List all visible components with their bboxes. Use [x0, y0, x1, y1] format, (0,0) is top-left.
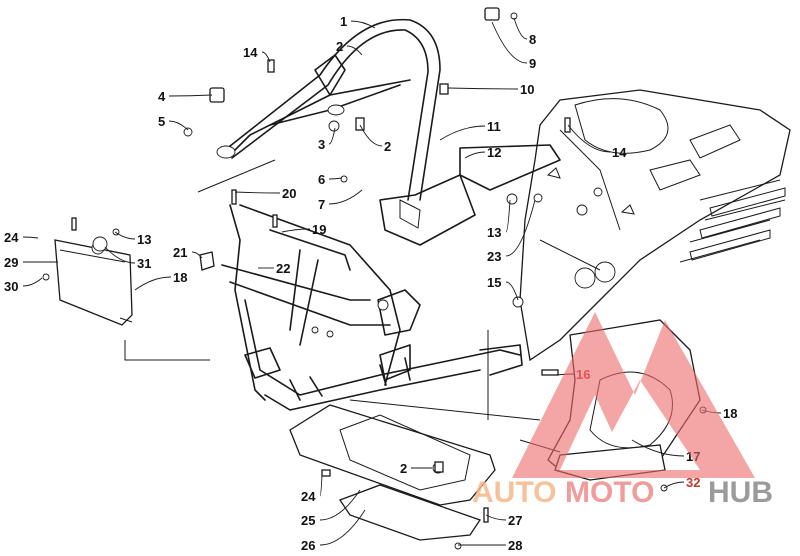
callout-c12: 12 [487, 145, 501, 160]
leader-line-c20 [234, 191, 281, 194]
watermark-triangle-logo [512, 312, 755, 478]
leader-line-c12 [464, 151, 486, 159]
callout-c4: 4 [158, 89, 166, 104]
callout-c26: 26 [301, 538, 315, 553]
upper-steering-support [216, 18, 561, 246]
leader-line-c21 [191, 251, 203, 259]
watermark-text-moto: MOTO [565, 476, 654, 509]
leader-line-c5 [168, 120, 189, 131]
callout-c32: 32 [686, 475, 700, 490]
leader-line-c32 [663, 481, 685, 489]
leader-line-c17 [631, 439, 685, 457]
leader-line-c10 [447, 87, 519, 90]
callout-c18b: 18 [723, 406, 737, 421]
callout-c15: 15 [487, 275, 501, 290]
leader-line-c26 [319, 509, 366, 546]
leader-line-c3 [328, 127, 336, 145]
leader-line-c19 [281, 228, 311, 233]
callout-c8: 8 [529, 32, 536, 47]
callout-c28: 28 [508, 538, 522, 553]
callout-c24a: 24 [4, 230, 19, 245]
leader-line-c14b [567, 124, 611, 153]
callout-c13a: 13 [487, 225, 501, 240]
callout-c24b: 24 [301, 489, 316, 504]
leader-line-c7 [328, 189, 363, 205]
callout-c13b: 13 [137, 232, 151, 247]
callout-c14b: 14 [612, 145, 627, 160]
callout-c29: 29 [4, 255, 18, 270]
callout-c21: 21 [173, 245, 187, 260]
callout-c23: 23 [487, 249, 501, 264]
leader-line-c15 [505, 281, 519, 301]
leader-line-c13b [114, 231, 136, 240]
callout-c18a: 18 [173, 270, 187, 285]
callout-c2c: 2 [400, 461, 407, 476]
callout-c3: 3 [318, 137, 325, 152]
leader-line-c27 [485, 514, 507, 521]
leader-lines [22, 17, 722, 546]
leader-line-c30 [22, 277, 43, 287]
callout-c20: 20 [282, 186, 296, 201]
callout-c25: 25 [301, 513, 315, 528]
leader-line-c24a [22, 236, 39, 239]
leader-line-c13a [505, 199, 511, 233]
automotohub-watermark: AUTO MOTO HUB [472, 312, 773, 509]
callout-c2b: 2 [384, 139, 391, 154]
leader-line-c6 [328, 177, 343, 180]
alignment-lines [124, 159, 561, 453]
leader-line-c8 [513, 17, 528, 40]
leader-line-c4 [168, 94, 213, 97]
leader-line-c24b [319, 474, 323, 497]
watermark-text-auto: AUTO [472, 476, 556, 509]
leader-line-c9 [491, 21, 528, 64]
leader-line-c18a [134, 276, 172, 291]
watermark-text-hub: HUB [708, 476, 773, 509]
callout-c31: 31 [137, 256, 151, 271]
callout-c22: 22 [276, 261, 290, 276]
left-side-shield [54, 239, 133, 326]
belly-pan [289, 404, 496, 541]
callout-c7: 7 [318, 197, 325, 212]
callout-c1: 1 [340, 14, 347, 29]
leader-line-c23 [505, 199, 536, 257]
callout-c2a: 2 [336, 39, 343, 54]
leader-line-c1 [350, 20, 376, 29]
callout-c11: 11 [487, 119, 501, 134]
callout-c27: 27 [508, 513, 522, 528]
callout-c19: 19 [312, 222, 326, 237]
leader-line-c25 [319, 489, 361, 521]
leader-line-c2a [346, 45, 363, 56]
leader-line-c31 [104, 246, 136, 264]
leader-line-c14a [261, 51, 271, 63]
callout-c30: 30 [4, 279, 18, 294]
callout-c6: 6 [318, 172, 325, 187]
callout-c9: 9 [529, 56, 536, 71]
leader-line-c2b [359, 124, 383, 147]
callout-c5: 5 [158, 114, 165, 129]
tunnel-panel [519, 89, 791, 362]
callout-c10: 10 [520, 82, 534, 97]
leader-line-c11 [439, 125, 486, 141]
main-front-frame [221, 204, 523, 411]
callout-c14a: 14 [243, 45, 258, 60]
